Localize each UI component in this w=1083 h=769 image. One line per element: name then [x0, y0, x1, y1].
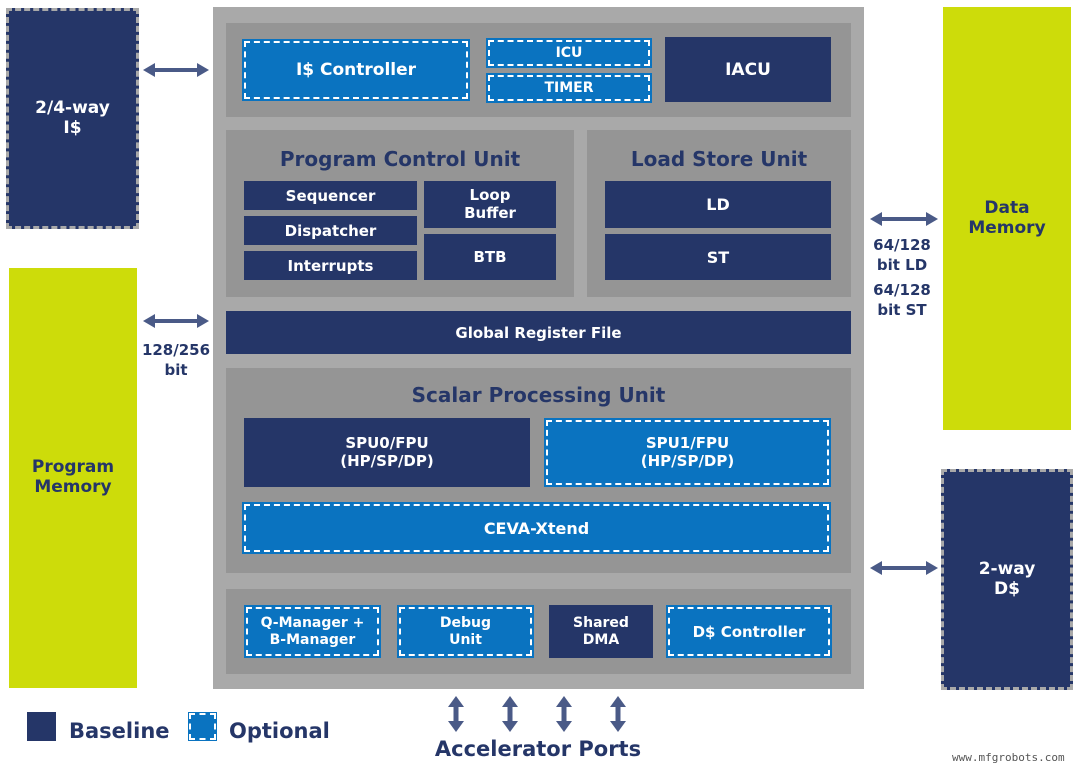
sequencer-label: Sequencer: [285, 186, 376, 205]
loop-buffer-label: Loop Buffer: [464, 186, 516, 222]
icu-block: ICU: [486, 38, 652, 68]
st-block: ST: [605, 234, 831, 280]
accelerator-port-arrow-3: [556, 696, 572, 732]
program-memory-bus-arrow: [143, 314, 209, 328]
st-label: ST: [706, 247, 730, 267]
data-memory-block: Data Memory: [943, 7, 1071, 430]
icache-label: 2/4-way I$: [35, 97, 110, 138]
icache-controller-block: I$ Controller: [242, 39, 470, 101]
icache-bus-arrow: [143, 63, 209, 77]
global-register-file-label: Global Register File: [455, 323, 622, 342]
ceva-xtend-block: CEVA-Xtend: [242, 502, 831, 554]
debug-unit-label: Debug Unit: [439, 615, 492, 648]
legend-optional-label: Optional: [229, 719, 330, 743]
spu0-fpu-label: SPU0/FPU (HP/SP/DP): [340, 434, 434, 470]
accelerator-port-arrow-4: [610, 696, 626, 732]
spu1-fpu-label: SPU1/FPU (HP/SP/DP): [640, 434, 735, 470]
timer-label: TIMER: [544, 80, 594, 96]
spu1-fpu-block: SPU1/FPU (HP/SP/DP): [544, 418, 831, 487]
q-b-manager-block: Q-Manager + B-Manager: [244, 605, 381, 658]
spu0-fpu-block: SPU0/FPU (HP/SP/DP): [244, 418, 530, 487]
ld-block: LD: [605, 181, 831, 228]
program-control-unit-title: Program Control Unit: [279, 147, 521, 171]
ld-bus-width-label: 64/128 bit LD: [873, 236, 931, 274]
program-memory-block: Program Memory: [9, 268, 137, 688]
loop-buffer-block: Loop Buffer: [424, 181, 556, 228]
dcache-controller-label: D$ Controller: [692, 622, 806, 641]
legend-baseline-swatch: [27, 712, 56, 741]
icache-block: 2/4-way I$: [6, 8, 139, 229]
data-memory-bus-arrow: [870, 212, 938, 226]
iacu-block: IACU: [665, 37, 831, 102]
ceva-xtend-label: CEVA-Xtend: [483, 518, 590, 538]
legend-baseline-label: Baseline: [69, 719, 170, 743]
dcache-label: 2-way D$: [978, 558, 1036, 599]
dcache-bus-arrow: [870, 561, 938, 575]
interrupts-block: Interrupts: [244, 251, 417, 280]
icu-label: ICU: [555, 45, 583, 61]
scalar-processing-unit-title: Scalar Processing Unit: [411, 383, 666, 407]
accelerator-ports-label: Accelerator Ports: [434, 737, 642, 761]
watermark: www.mfgrobots.com: [952, 751, 1065, 764]
program-memory-label: Program Memory: [31, 457, 115, 497]
dcache-controller-block: D$ Controller: [666, 605, 832, 658]
legend-optional-swatch: [188, 712, 217, 741]
sequencer-block: Sequencer: [244, 181, 417, 210]
dispatcher-block: Dispatcher: [244, 216, 417, 245]
icache-controller-label: I$ Controller: [295, 60, 417, 80]
accelerator-port-arrow-1: [448, 696, 464, 732]
btb-label: BTB: [473, 248, 507, 266]
st-bus-width-label: 64/128 bit ST: [873, 281, 931, 319]
shared-dma-label: Shared DMA: [573, 615, 629, 648]
load-store-unit-title: Load Store Unit: [630, 147, 808, 171]
accelerator-port-arrow-2: [502, 696, 518, 732]
ld-label: LD: [706, 195, 730, 214]
btb-block: BTB: [424, 234, 556, 280]
dispatcher-label: Dispatcher: [284, 221, 377, 240]
q-b-manager-label: Q-Manager + B-Manager: [260, 615, 365, 648]
interrupts-label: Interrupts: [287, 256, 374, 275]
shared-dma-block: Shared DMA: [549, 605, 653, 658]
global-register-file-block: Global Register File: [226, 311, 851, 354]
data-memory-label: Data Memory: [968, 197, 1046, 238]
dcache-block: 2-way D$: [941, 469, 1073, 690]
timer-block: TIMER: [486, 73, 652, 103]
program-bus-width-label: 128/256 bit: [141, 341, 211, 379]
debug-unit-block: Debug Unit: [397, 605, 534, 658]
iacu-label: IACU: [725, 59, 771, 80]
